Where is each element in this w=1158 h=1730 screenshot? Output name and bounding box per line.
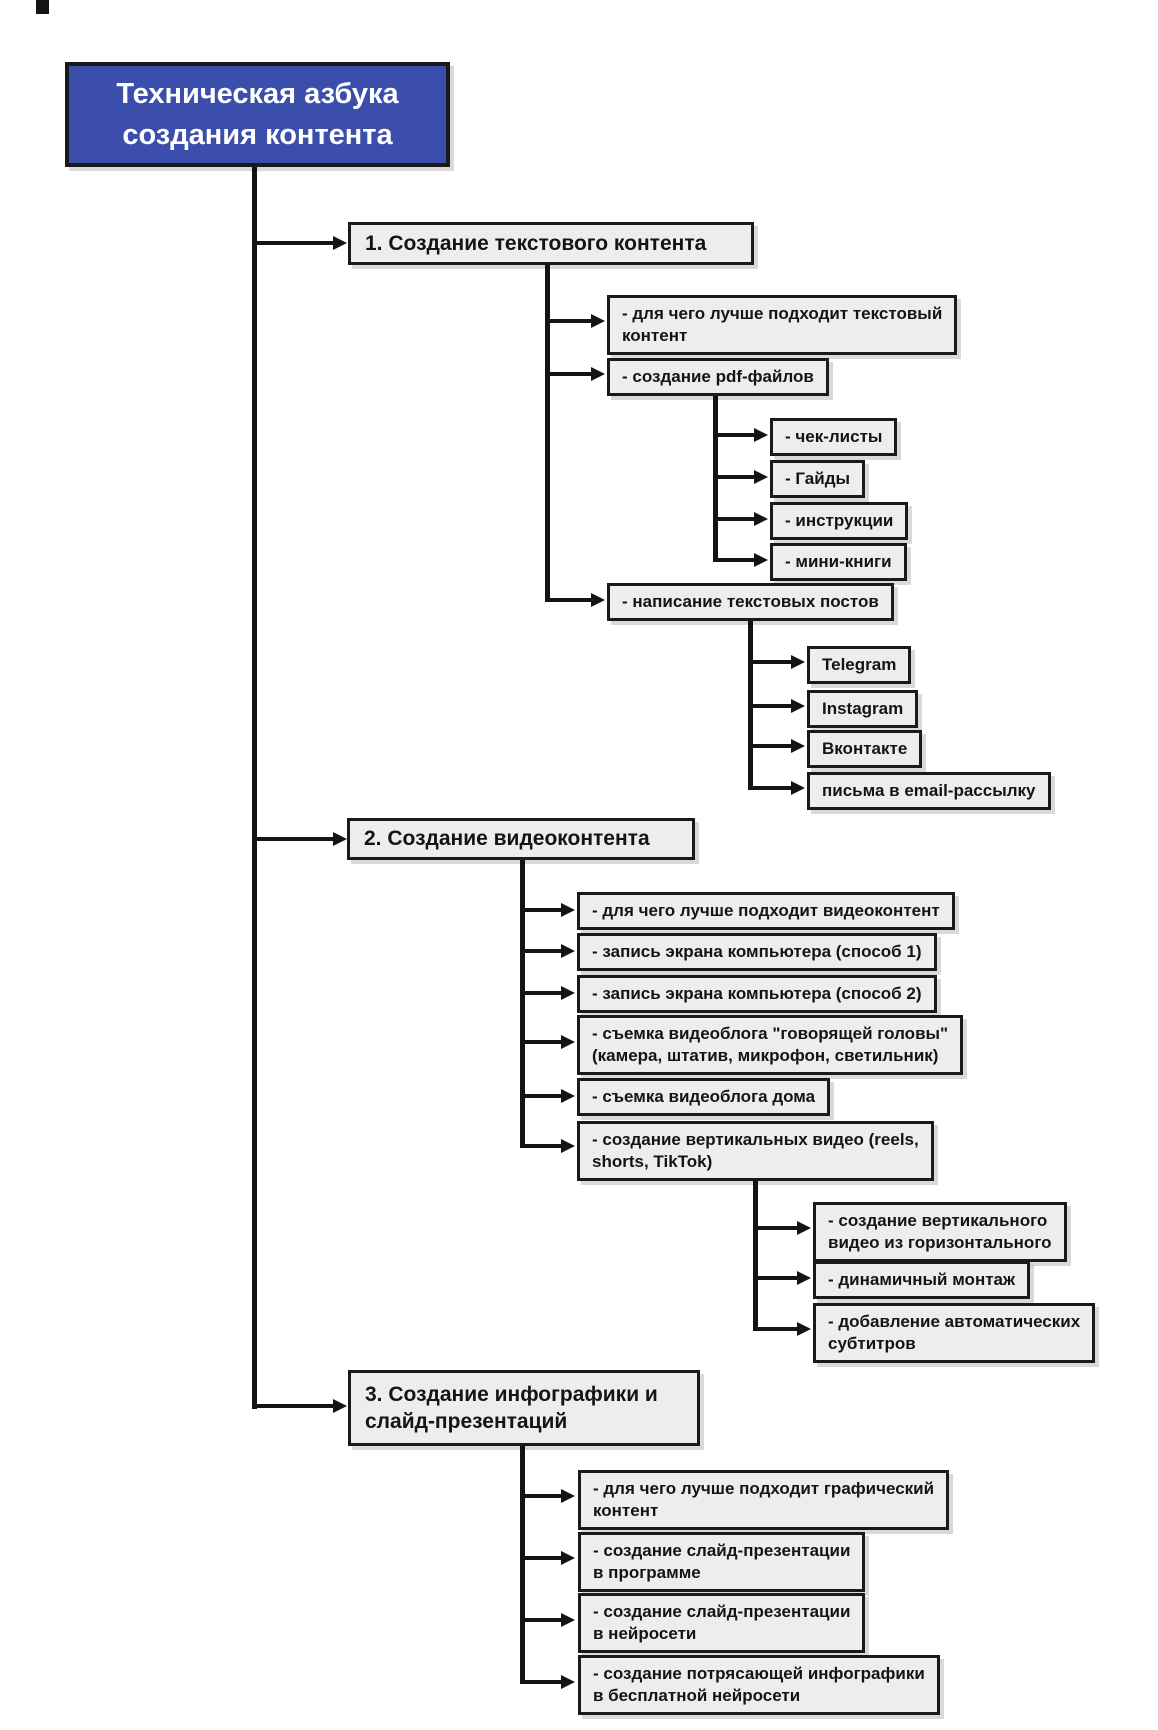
connector-line <box>716 475 755 479</box>
node-vertical-video: - создание вертикальных видео (reels, sh… <box>577 1121 934 1181</box>
connector-line <box>753 1175 758 1331</box>
connector-line <box>545 263 550 602</box>
connector-line <box>523 1618 562 1622</box>
trunk-line <box>252 167 257 1409</box>
node-screen-record-1: - запись экрана компьютера (способ 1) <box>577 933 937 971</box>
connector-line <box>520 860 525 1148</box>
node-infographics-free-ai: - создание потрясающей инфографики в бес… <box>578 1655 940 1715</box>
arrowhead-icon <box>561 1613 575 1627</box>
node-instructions: - инструкции <box>770 502 909 540</box>
node-screen-record-2: - запись экрана компьютера (способ 2) <box>577 975 937 1013</box>
node-vlog-at-home: - съемка видеоблога дома <box>577 1078 831 1116</box>
node-text-content-purpose: - для чего лучше подходит текстовый конт… <box>607 295 958 355</box>
connector-line <box>252 1404 334 1408</box>
node-pdf-creation: - создание pdf-файлов <box>607 358 829 396</box>
connector-line <box>523 1680 562 1684</box>
arrowhead-icon <box>791 699 805 713</box>
branch-1-title-box: 1. Создание текстового контента <box>348 222 754 265</box>
connector-line <box>716 517 755 521</box>
connector-line <box>523 949 562 953</box>
arrowhead-icon <box>561 1089 575 1103</box>
connector-line <box>751 660 792 664</box>
arrowhead-icon <box>797 1322 811 1336</box>
node-checklists: - чек-листы <box>770 418 898 456</box>
connector-line <box>523 1144 562 1148</box>
node-auto-subtitles: - добавление автоматических субтитров <box>813 1303 1096 1363</box>
connector-line <box>252 837 334 841</box>
connector-line <box>523 1556 562 1560</box>
connector-line <box>751 744 792 748</box>
node-guides: - Гайды <box>770 460 866 498</box>
node-text-posts: - написание текстовых постов <box>607 583 894 621</box>
node-telegram: Telegram <box>807 646 912 684</box>
node-slides-in-program: - создание слайд-презентации в программе <box>578 1532 866 1592</box>
node-vertical-from-horizontal: - создание вертикального видео из горизо… <box>813 1202 1067 1262</box>
node-dynamic-editing: - динамичный монтаж <box>813 1261 1031 1299</box>
arrowhead-icon <box>791 655 805 669</box>
arrowhead-icon <box>561 903 575 917</box>
connector-line <box>520 1446 525 1684</box>
connector-line <box>523 1494 562 1498</box>
node-talking-head: - съемка видеоблога "говорящей головы" (… <box>577 1015 964 1075</box>
connector-line <box>756 1226 798 1230</box>
connector-line <box>523 1094 562 1098</box>
arrowhead-icon <box>591 593 605 607</box>
arrowhead-icon <box>561 944 575 958</box>
connector-line <box>756 1276 798 1280</box>
arrowhead-icon <box>333 832 347 846</box>
arrowhead-icon <box>791 739 805 753</box>
arrowhead-icon <box>791 781 805 795</box>
connector-line <box>523 991 562 995</box>
arrowhead-icon <box>754 428 768 442</box>
connector-line <box>751 704 792 708</box>
node-email-letters: письма в email-рассылку <box>807 772 1051 810</box>
arrowhead-icon <box>754 553 768 567</box>
connector-line <box>748 617 753 790</box>
node-slides-in-ai: - создание слайд-презентации в нейросети <box>578 1593 866 1653</box>
arrowhead-icon <box>333 236 347 250</box>
arrowhead-icon <box>591 367 605 381</box>
connector-line <box>547 598 592 602</box>
arrowhead-icon <box>561 1675 575 1689</box>
arrowhead-icon <box>754 512 768 526</box>
node-vkontakte: Вконтакте <box>807 730 923 768</box>
arrowhead-icon <box>561 986 575 1000</box>
root-title-box: Техническая азбука создания контента <box>65 62 450 167</box>
node-video-purpose: - для чего лучше подходит видеоконтент <box>577 892 955 930</box>
connector-line <box>716 433 755 437</box>
connector-line <box>523 908 562 912</box>
arrowhead-icon <box>591 314 605 328</box>
arrowhead-icon <box>561 1139 575 1153</box>
node-minibooks: - мини-книги <box>770 543 907 581</box>
arrowhead-icon <box>754 470 768 484</box>
arrowhead-icon <box>797 1271 811 1285</box>
branch-3-title-box: 3. Создание инфографики и слайд-презента… <box>348 1370 700 1446</box>
arrowhead-icon <box>797 1221 811 1235</box>
connector-line <box>751 786 792 790</box>
node-instagram: Instagram <box>807 690 919 728</box>
arrowhead-icon <box>333 1399 347 1413</box>
connector-line <box>756 1327 798 1331</box>
arrowhead-icon <box>561 1551 575 1565</box>
branch-2-title-box: 2. Создание видеоконтента <box>347 818 695 860</box>
arrowhead-icon <box>561 1035 575 1049</box>
node-graphic-purpose: - для чего лучше подходит графический ко… <box>578 1470 950 1530</box>
connector-line <box>523 1040 562 1044</box>
arrowhead-icon <box>561 1489 575 1503</box>
connector-line <box>547 319 592 323</box>
connector-line <box>547 372 592 376</box>
connector-line <box>716 558 755 562</box>
connector-line <box>252 241 334 245</box>
connector-line <box>713 390 718 562</box>
page-corner-mark <box>36 0 49 14</box>
